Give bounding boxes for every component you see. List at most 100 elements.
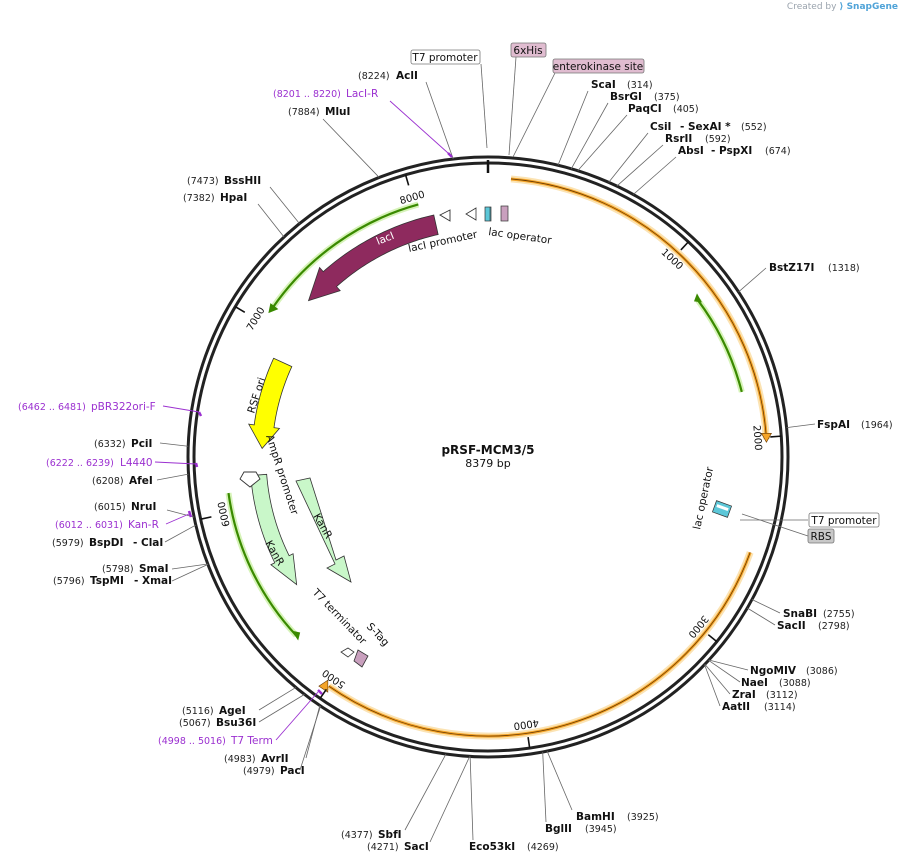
green-orf-right-arrowhead-icon [693,293,702,303]
site-name-sexai: SexAI * [688,121,731,133]
site-name-bstz17i: BstZ17I [769,262,814,274]
site-leader-line [704,664,721,707]
enterokinase-label: enterokinase site [553,61,644,73]
primer-name-laci-r: LacI-R [346,88,378,100]
site-leader-line [786,423,816,429]
primer-range-l4440: (6222 .. 6239) [46,458,114,469]
green-orf-top-left [271,203,419,309]
laci-arrow [307,214,439,302]
kanr-inner-arrow [295,477,352,583]
primer-range-laci-r: (8201 .. 8220) [273,89,341,100]
lac-operator-right-label: lac operator [691,465,716,530]
his6-label: 6xHis [513,45,542,57]
site-pos-acli: (8224) [358,71,390,82]
site-pos-smai: (5798) [102,564,134,575]
site-name-snabi: SnaBI [783,608,817,620]
tick-mark [234,305,246,313]
primer-name-t7-term: T7 Term [230,735,273,747]
site-name-fspai: FspAI [817,419,850,431]
t7-promoter-top-label: T7 promoter [411,52,478,64]
site-pos-bsrgi: (375) [654,92,680,103]
tick-label: 7000 [245,305,267,332]
site-leader-line [546,750,573,811]
site-name-bsu36i: Bsu36I [216,717,256,729]
rbs-box: RBS [807,528,835,544]
tick-mark [527,737,531,749]
site-leader-line [257,203,285,238]
primer-name-pbr322ori-f: pBR322ori-F [91,401,156,413]
site-name-paci: PacI [280,765,305,777]
site-pos-sacii: (2798) [818,621,850,632]
his6-box: 6xHis [510,42,547,58]
site-leader-line [751,599,781,614]
site-name-aatii: AatII [722,701,750,713]
site-pos-saci: (4271) [367,842,399,853]
tick-label: 4000 [513,717,540,731]
primer-range-kan-r: (6012 .. 6031) [55,520,123,531]
site-name-saci: SacI [404,841,429,853]
site-name-ngomiv: NgoMIV [750,665,797,677]
site-name-sacii: SacII [777,620,806,632]
snapgene-logo: ⟩ [839,2,847,12]
site-name-pspxi: PspXI [719,145,752,157]
site-pos-scai: (314) [627,80,653,91]
leader-lines [156,56,816,843]
orf-arc-2-halo [326,551,754,740]
tick-mark [707,634,718,643]
primer-marks [187,152,453,695]
created-by-text: Created by [786,2,837,12]
site-pos-nrui: (6015) [94,502,126,513]
site-leader-line [469,756,474,841]
site-pos-csii: (552) [741,122,767,133]
site-leader-line [425,81,454,160]
site-name-rsrii: RsrII [665,133,692,145]
site-name-nrui: NruI [131,501,156,513]
site-pos-ngomiv: (3086) [806,666,838,677]
laci-promoter-arrow-icon [439,209,451,222]
site-leader-line [404,753,447,831]
orf-arc-1-halo [510,175,770,440]
plasmid-name: pRSF-MCM3/5 [441,443,534,457]
backbone-outer-ring [186,155,790,759]
site-pos-naei: (3088) [779,678,811,689]
ampr-promoter-arrow-icon [239,471,261,488]
site-name-naei: NaeI [741,677,768,689]
site-leader-line [299,705,321,771]
site-name-csii: CsiI [650,121,671,133]
site-name-mlui: MluI [325,106,350,118]
tick-label: 2000 [750,425,763,451]
site-sep-absi: - [711,145,715,157]
site-name-bglii: BglII [545,823,572,835]
site-leader-line [171,563,208,570]
site-leader-line [616,144,664,187]
site-pos-sbfi: (4377) [341,830,373,841]
lac-operator-top-box [484,206,492,222]
orf-arc-2-core [328,552,751,737]
site-pos-absi: (674) [765,146,791,157]
lac-operator-top-label: lac operator [488,226,553,247]
feature-leader-line [480,63,488,149]
site-pos-mlui: (7884) [288,107,320,118]
site-pos-bsu36i: (5067) [179,718,211,729]
site-pos-bspdi: (5979) [52,538,84,549]
site-pos-paci: (4979) [243,766,275,777]
orf-arc-1-arrowhead-icon [760,432,772,443]
green-orf-left [227,492,297,637]
site-pos-bsshii: (7473) [187,176,219,187]
site-pos-tspmi: (5796) [53,576,85,587]
l4440-mark [194,462,199,468]
site-name-zrai: ZraI [732,689,756,701]
enterokinase-box: enterokinase site [552,58,645,74]
kanr-inner-label: KanR [310,512,334,541]
kan-r-mark [187,510,193,518]
t7-terminator-icon [340,647,355,658]
site-pos-aatii: (3114) [764,702,796,713]
feature-leader-line [508,56,517,156]
tick-mark [319,688,328,699]
site-leader-line [171,564,209,582]
lac-operator-right-glyph [711,500,733,518]
site-leader-line [542,751,547,823]
site-name-eco53ki: Eco53kI [469,841,515,853]
plasmid-size: 8379 bp [465,457,510,470]
